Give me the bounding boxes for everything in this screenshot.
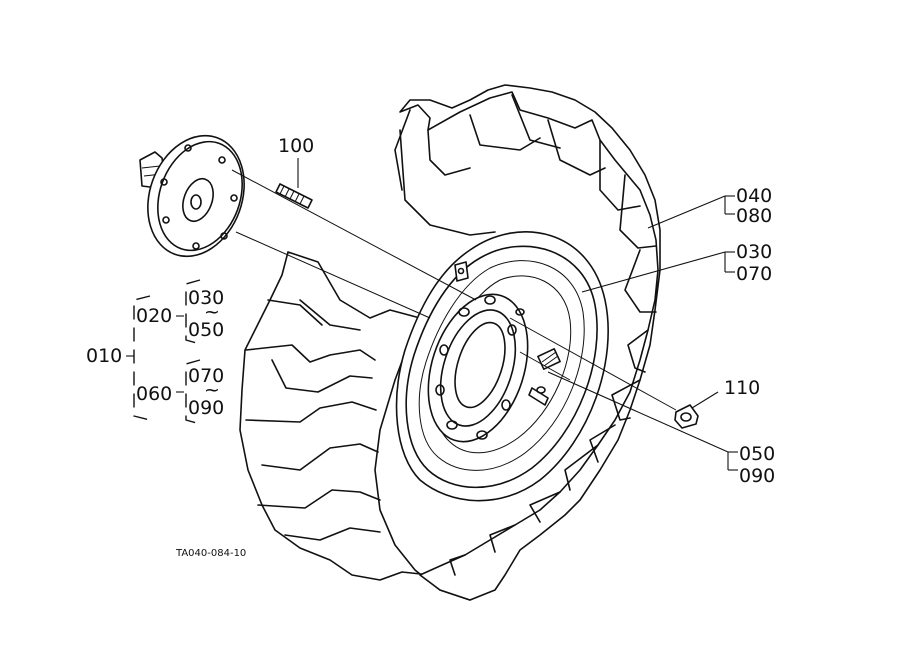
- centerlines: [231, 169, 677, 411]
- label-050-right: 050: [739, 443, 775, 465]
- label-060: 060: [136, 383, 172, 405]
- label-range-tilde-2: ~: [204, 379, 220, 401]
- wheel-rim: [395, 231, 609, 502]
- label-040: 040: [736, 185, 772, 207]
- label-020: 020: [136, 305, 172, 327]
- label-090-right: 090: [739, 465, 775, 487]
- bracket-groups: [126, 279, 201, 425]
- label-030-left: 030: [188, 287, 224, 309]
- axle-hub-flange: [139, 134, 245, 258]
- wheel-nut: [674, 404, 699, 429]
- label-050-left: 050: [188, 319, 224, 341]
- label-range-tilde-1: ~: [204, 301, 220, 323]
- figure-code: TA040-084-10: [175, 548, 246, 559]
- label-030-right: 030: [736, 241, 772, 263]
- label-100: 100: [278, 135, 314, 157]
- stud-bolt: [275, 183, 313, 209]
- tire-right-half: [394, 84, 661, 601]
- part-labels: 100 040 080 030 070 110 050 090 010 020 …: [86, 135, 775, 559]
- leader-lines: [297, 158, 738, 471]
- label-070-left: 070: [188, 365, 224, 387]
- label-110: 110: [724, 377, 760, 399]
- label-080: 080: [736, 205, 772, 227]
- label-070-right: 070: [736, 263, 772, 285]
- label-010: 010: [86, 345, 122, 367]
- label-090-left: 090: [188, 397, 224, 419]
